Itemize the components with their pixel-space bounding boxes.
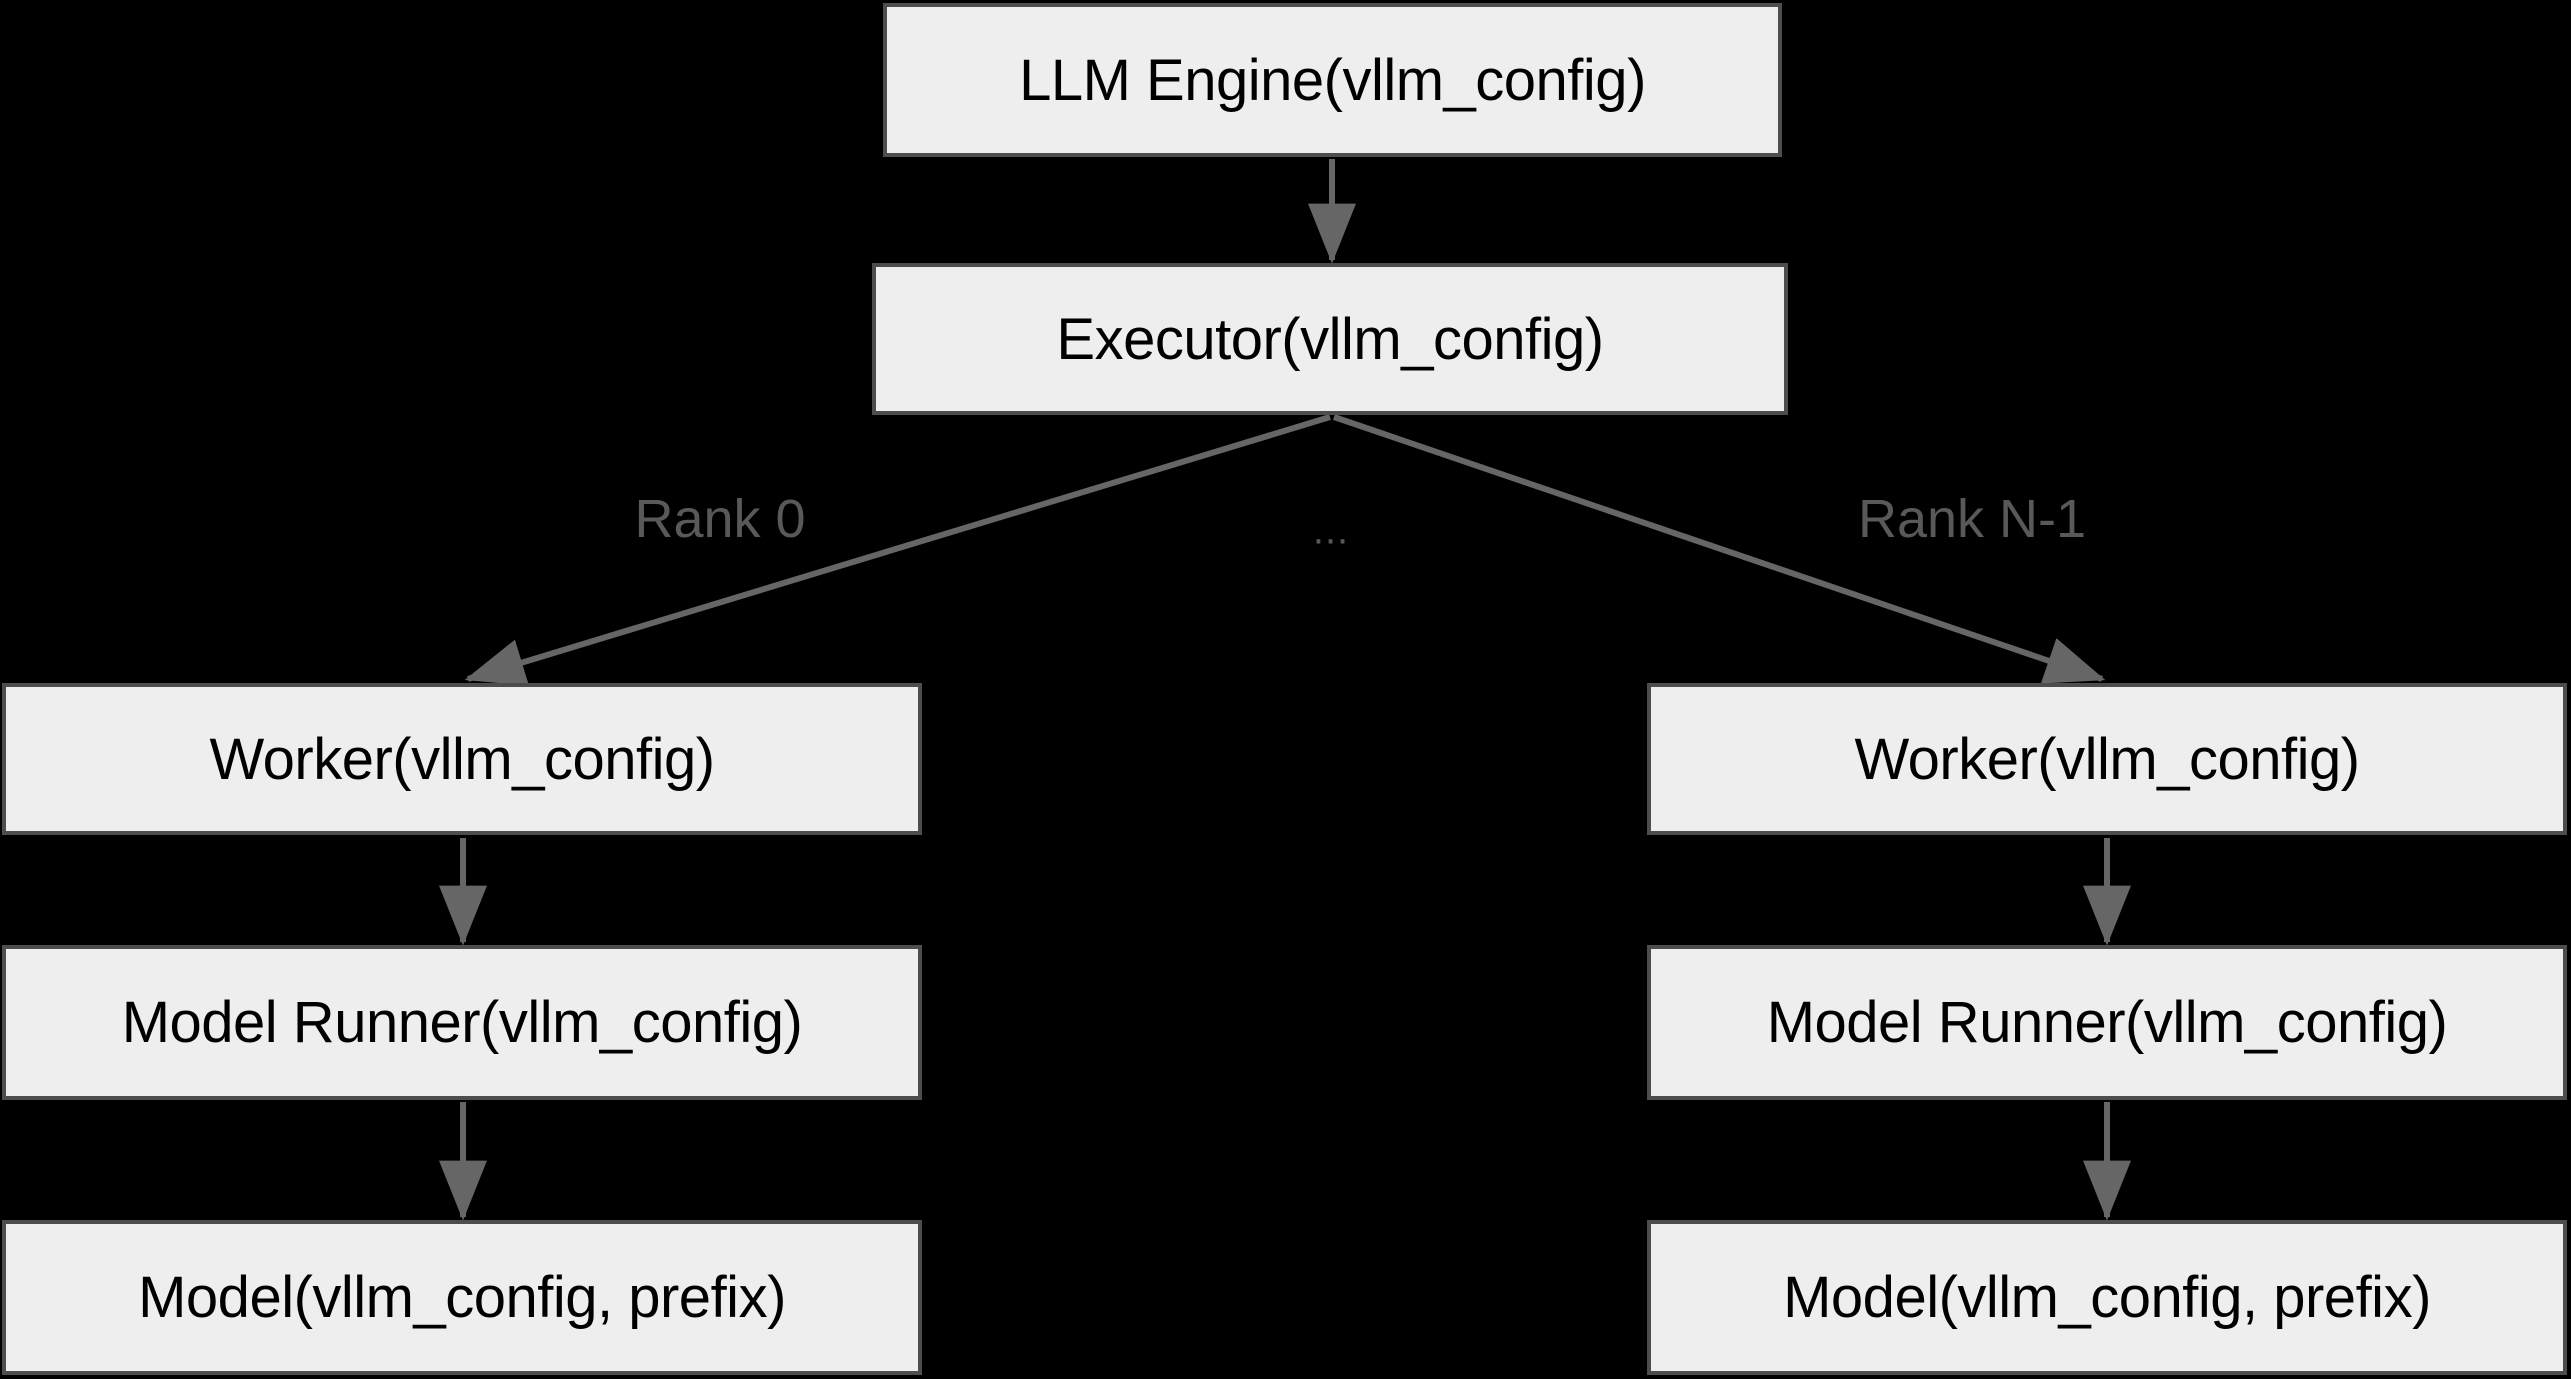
- node-model-runner-rankn-label: Model Runner(vllm_config): [1766, 990, 2448, 1055]
- edge-executor-to-worker-rank0: [464, 414, 1331, 686]
- node-model-runner-rank0[interactable]: Model Runner(vllm_config): [2, 945, 922, 1100]
- node-executor[interactable]: Executor(vllm_config): [872, 263, 1788, 415]
- node-model-rankn-label: Model(vllm_config, prefix): [1783, 1265, 2431, 1330]
- node-model-rank0-label: Model(vllm_config, prefix): [138, 1265, 786, 1330]
- node-worker-rank0-label: Worker(vllm_config): [209, 726, 715, 792]
- node-worker-rankn[interactable]: Worker(vllm_config): [1647, 683, 2567, 835]
- node-model-runner-rankn[interactable]: Model Runner(vllm_config): [1647, 945, 2567, 1100]
- node-llm-engine-label: LLM Engine(vllm_config): [1019, 47, 1646, 113]
- node-model-rank0[interactable]: Model(vllm_config, prefix): [2, 1220, 922, 1375]
- node-model-runner-rank0-label: Model Runner(vllm_config): [121, 990, 803, 1055]
- edge-label-rank-ellipsis: ...: [1312, 508, 1350, 553]
- node-executor-label: Executor(vllm_config): [1056, 306, 1604, 372]
- node-model-rankn[interactable]: Model(vllm_config, prefix): [1647, 1220, 2567, 1375]
- edge-label-rank-0: Rank 0: [634, 489, 806, 549]
- edge-label-rank-n-1: Rank N-1: [1857, 489, 2087, 549]
- node-llm-engine[interactable]: LLM Engine(vllm_config): [883, 3, 1782, 157]
- node-worker-rankn-label: Worker(vllm_config): [1854, 726, 2360, 792]
- node-worker-rank0[interactable]: Worker(vllm_config): [2, 683, 922, 835]
